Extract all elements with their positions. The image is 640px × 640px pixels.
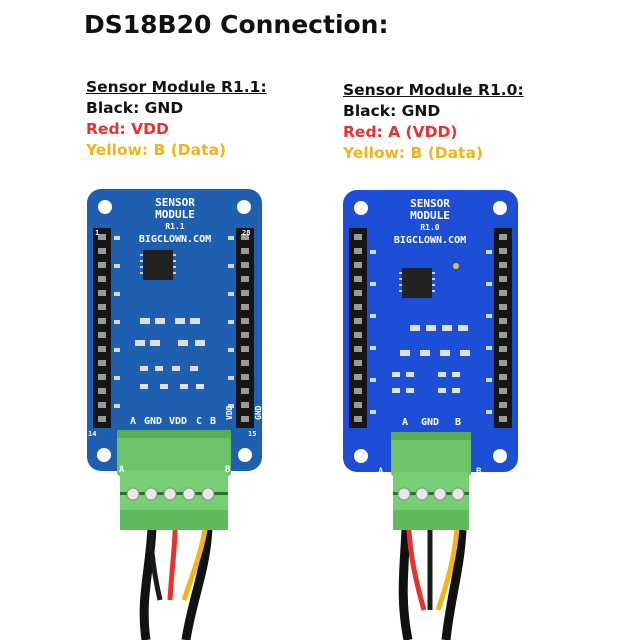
silk-r10-term-b: B: [455, 417, 461, 428]
silk-r10-line1: SENSOR: [410, 197, 450, 210]
silk-r11-side-gnd: GND: [254, 405, 263, 420]
legend-r10-yellow: Yellow: B (Data): [343, 144, 484, 162]
silk-r11-pin-28: 28: [242, 229, 250, 237]
legend-r10: Sensor Module R1.0: Black: GND Red: A (V…: [343, 80, 524, 164]
silk-r11-pin-14: 14: [88, 430, 96, 438]
silk-r11-term-gnd: GND: [144, 416, 162, 427]
block-r10-a: A: [378, 467, 384, 477]
legend-r11: Sensor Module R1.1: Black: GND Red: VDD …: [86, 77, 267, 161]
silk-r11-pin-1: 1: [95, 229, 99, 237]
pcb-r11: SENSOR MODULE R1.1 BIGCLOWN.COM 1 28 14 …: [87, 189, 263, 471]
silk-r10-term-gnd: GND: [421, 417, 439, 428]
legend-r11-black: Black: GND: [86, 99, 184, 117]
block-r10-b: B: [476, 467, 482, 477]
silk-r11-term-c: C: [196, 416, 202, 427]
legend-r10-heading: Sensor Module R1.0:: [343, 81, 524, 99]
legend-r10-black: Black: GND: [343, 102, 441, 120]
block-r11-b: B: [225, 465, 231, 475]
silk-r11-term-a: A: [130, 416, 136, 427]
legend-r11-red: Red: VDD: [86, 120, 169, 138]
legend-r11-yellow: Yellow: B (Data): [86, 141, 227, 159]
block-r11-a: A: [119, 465, 125, 475]
legend-r10-red: Red: A (VDD): [343, 123, 458, 141]
silk-r11-term-b: B: [210, 416, 216, 427]
page-title: DS18B20 Connection:: [84, 10, 389, 39]
silk-r11-brand: BIGCLOWN.COM: [139, 234, 211, 245]
silk-r11-rev: R1.1: [165, 222, 184, 231]
silk-r10-rev: R1.0: [420, 223, 439, 232]
silk-r11-line1: SENSOR: [155, 196, 195, 209]
silk-r10-brand: BIGCLOWN.COM: [394, 235, 466, 246]
terminal-block-r11: A B: [117, 430, 231, 530]
silk-r11-side-vdd: VDD: [225, 405, 234, 420]
silk-r11-pin-15: 15: [248, 430, 256, 438]
terminal-block-r10: A B: [378, 432, 482, 530]
silk-r11-line2: MODULE: [155, 208, 195, 221]
silk-r10-term-a: A: [402, 417, 408, 428]
legend-r11-heading: Sensor Module R1.1:: [86, 78, 267, 96]
silk-r11-term-vdd: VDD: [169, 416, 187, 427]
pcb-r10: SENSOR MODULE R1.0 BIGCLOWN.COM A GND B: [343, 190, 518, 472]
silk-r10-line2: MODULE: [410, 209, 450, 222]
